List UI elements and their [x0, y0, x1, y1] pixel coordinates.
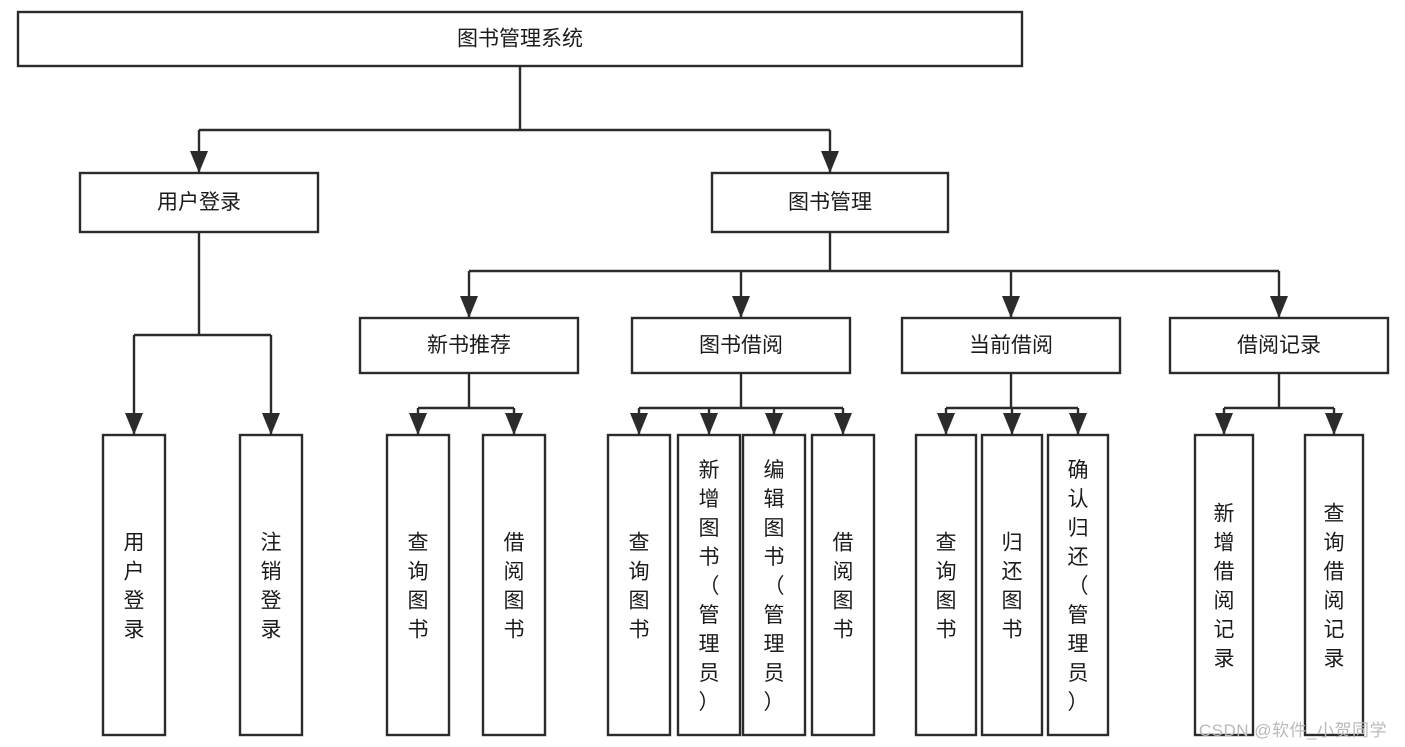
arrow-down-icon-new-book-recommend-1: [505, 413, 523, 435]
node-box-leaf-query-book-rec: [385, 433, 451, 737]
node-label-leaf-user-login: 用户登录: [124, 532, 145, 642]
node-leaf-query-borrow-record[interactable]: 查询借阅记录: [1303, 433, 1365, 737]
node-label-borrow-record: 借阅记录: [1237, 334, 1321, 357]
arrow-down-icon-book-management-0: [460, 296, 478, 318]
node-box-book-management: [710, 171, 950, 234]
node-label-current-borrow: 当前借阅: [969, 334, 1053, 357]
node-box-new-book-recommend: [358, 316, 580, 375]
node-book-borrow[interactable]: 图书借阅: [630, 316, 852, 375]
node-box-leaf-logout: [238, 433, 304, 737]
node-label-book-borrow: 图书借阅: [699, 334, 783, 357]
node-box-leaf-query-borrow-record: [1303, 433, 1365, 737]
node-leaf-user-login[interactable]: 用户登录: [101, 433, 167, 737]
node-root[interactable]: 图书管理系统: [16, 10, 1024, 68]
node-label-leaf-logout: 注销登录: [261, 532, 282, 642]
node-leaf-borrow-book-rec[interactable]: 借阅图书: [481, 433, 547, 737]
node-leaf-add-borrow-record[interactable]: 新增借阅记录: [1193, 433, 1255, 737]
node-box-leaf-borrow-book-rec: [481, 433, 547, 737]
node-box-leaf-edit-book-admin: [741, 433, 807, 737]
arrow-down-icon-user-login-0: [125, 413, 143, 435]
node-leaf-borrow-book[interactable]: 借阅图书: [810, 433, 876, 737]
connector-lines: [125, 66, 1343, 435]
node-borrow-record[interactable]: 借阅记录: [1168, 316, 1390, 375]
arrow-down-icon-current-borrow-0: [937, 413, 955, 435]
node-box-borrow-record: [1168, 316, 1390, 375]
arrow-down-icon-current-borrow-1: [1003, 413, 1021, 435]
node-box-current-borrow: [900, 316, 1122, 375]
node-box-leaf-query-book-cur: [914, 433, 978, 737]
arrow-down-icon-book-borrow-0: [630, 413, 648, 435]
node-label-leaf-query-book-borrow: 查询图书: [629, 532, 650, 642]
node-leaf-return-book[interactable]: 归还图书: [980, 433, 1044, 737]
node-box-leaf-borrow-book: [810, 433, 876, 737]
node-label-leaf-edit-book-admin: 编辑图书（管理员）: [764, 459, 785, 714]
node-box-leaf-confirm-return-admin: [1046, 433, 1110, 737]
arrow-down-icon-new-book-recommend-0: [409, 413, 427, 435]
node-user-login[interactable]: 用户登录: [78, 171, 320, 234]
node-box-user-login: [78, 171, 320, 234]
arrow-down-icon-root-1: [821, 151, 839, 173]
arrow-down-icon-book-management-2: [1002, 296, 1020, 318]
node-box-root: [16, 10, 1024, 68]
arrow-down-icon-user-login-1: [262, 413, 280, 435]
node-boxes: 图书管理系统用户登录图书管理新书推荐图书借阅当前借阅借阅记录用户登录注销登录查询…: [16, 10, 1390, 737]
node-label-leaf-return-book: 归还图书: [1002, 532, 1023, 642]
node-label-leaf-query-borrow-record: 查询借阅记录: [1324, 503, 1345, 671]
node-label-leaf-add-borrow-record: 新增借阅记录: [1214, 503, 1235, 671]
node-label-leaf-query-book-rec: 查询图书: [408, 532, 429, 642]
node-leaf-add-book-admin[interactable]: 新增图书（管理员）: [676, 433, 742, 737]
node-leaf-confirm-return-admin[interactable]: 确认归还（管理员）: [1046, 433, 1110, 737]
node-leaf-logout[interactable]: 注销登录: [238, 433, 304, 737]
arrow-down-icon-book-borrow-1: [700, 413, 718, 435]
node-label-leaf-add-book-admin: 新增图书（管理员）: [699, 459, 720, 714]
node-current-borrow[interactable]: 当前借阅: [900, 316, 1122, 375]
node-label-user-login: 用户登录: [157, 191, 241, 214]
node-box-leaf-user-login: [101, 433, 167, 737]
node-leaf-query-book-rec[interactable]: 查询图书: [385, 433, 451, 737]
node-leaf-query-book-borrow[interactable]: 查询图书: [606, 433, 672, 737]
node-label-leaf-borrow-book-rec: 借阅图书: [504, 532, 525, 642]
arrow-down-icon-book-management-3: [1270, 296, 1288, 318]
arrow-down-icon-book-management-1: [732, 296, 750, 318]
node-box-leaf-query-book-borrow: [606, 433, 672, 737]
arrow-down-icon-book-borrow-3: [834, 413, 852, 435]
node-box-leaf-add-borrow-record: [1193, 433, 1255, 737]
node-label-leaf-query-book-cur: 查询图书: [936, 532, 957, 642]
node-label-leaf-borrow-book: 借阅图书: [833, 532, 854, 642]
node-label-root: 图书管理系统: [457, 28, 583, 51]
node-new-book-recommend[interactable]: 新书推荐: [358, 316, 580, 375]
node-leaf-edit-book-admin[interactable]: 编辑图书（管理员）: [741, 433, 807, 737]
node-label-book-management: 图书管理: [788, 191, 872, 214]
node-box-book-borrow: [630, 316, 852, 375]
arrow-down-icon-root-0: [190, 151, 208, 173]
node-box-leaf-add-book-admin: [676, 433, 742, 737]
csdn-watermark: CSDN @软件_小贺同学: [1198, 721, 1387, 740]
arrow-down-icon-borrow-record-0: [1215, 413, 1233, 435]
arrow-down-icon-book-borrow-2: [765, 413, 783, 435]
node-label-new-book-recommend: 新书推荐: [427, 334, 511, 357]
arrow-down-icon-borrow-record-1: [1325, 413, 1343, 435]
node-leaf-query-book-cur[interactable]: 查询图书: [914, 433, 978, 737]
node-label-leaf-confirm-return-admin: 确认归还（管理员）: [1068, 459, 1089, 714]
node-book-management[interactable]: 图书管理: [710, 171, 950, 234]
arrow-down-icon-current-borrow-2: [1069, 413, 1087, 435]
node-box-leaf-return-book: [980, 433, 1044, 737]
